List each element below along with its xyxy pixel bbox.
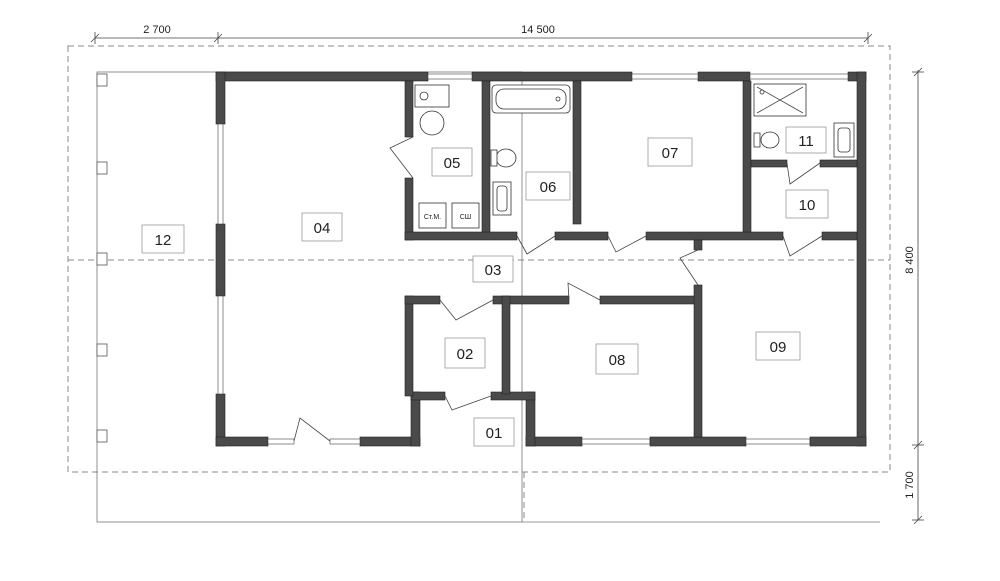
room-label-08: 08 bbox=[609, 352, 626, 369]
room-labels: 01 02 03 04 05 06 07 08 09 10 11 12 bbox=[141, 126, 829, 447]
dim-porch-depth: 1 700 bbox=[904, 471, 916, 499]
room-label-09: 09 bbox=[770, 339, 787, 356]
dim-house-depth: 8 400 bbox=[904, 246, 916, 274]
toilet-icon bbox=[495, 148, 517, 168]
room-label-06: 06 bbox=[540, 179, 557, 196]
room-label-04: 04 bbox=[314, 220, 331, 237]
room-label-07: 07 bbox=[662, 145, 679, 162]
top-dimension: 2 700 14 500 bbox=[90, 24, 873, 44]
room-label-11: 11 bbox=[798, 133, 814, 150]
room-label-01: 01 bbox=[486, 425, 503, 442]
boiler-icon bbox=[414, 84, 450, 108]
room-label-02: 02 bbox=[457, 346, 474, 363]
dim-porch-width: 2 700 bbox=[143, 24, 171, 36]
right-dimension: 8 400 1 700 bbox=[904, 67, 924, 525]
room-label-12: 12 bbox=[155, 232, 172, 249]
door-swings bbox=[293, 136, 823, 442]
room-label-05: 05 bbox=[444, 155, 461, 172]
dashed-outline bbox=[67, 45, 891, 520]
dishwasher-label: СШ bbox=[460, 214, 471, 221]
room-label-03: 03 bbox=[485, 262, 502, 279]
washer-icon bbox=[418, 202, 447, 229]
room-label-10: 10 bbox=[799, 197, 816, 214]
exterior-walls bbox=[215, 71, 867, 447]
dim-house-width: 14 500 bbox=[521, 24, 555, 36]
interior-walls bbox=[404, 80, 858, 438]
washer-label: Ст.М. bbox=[424, 214, 441, 221]
toilet-icon bbox=[760, 131, 780, 149]
dishwasher-icon bbox=[451, 202, 480, 229]
fixtures: Ст.М. СШ bbox=[414, 83, 855, 229]
